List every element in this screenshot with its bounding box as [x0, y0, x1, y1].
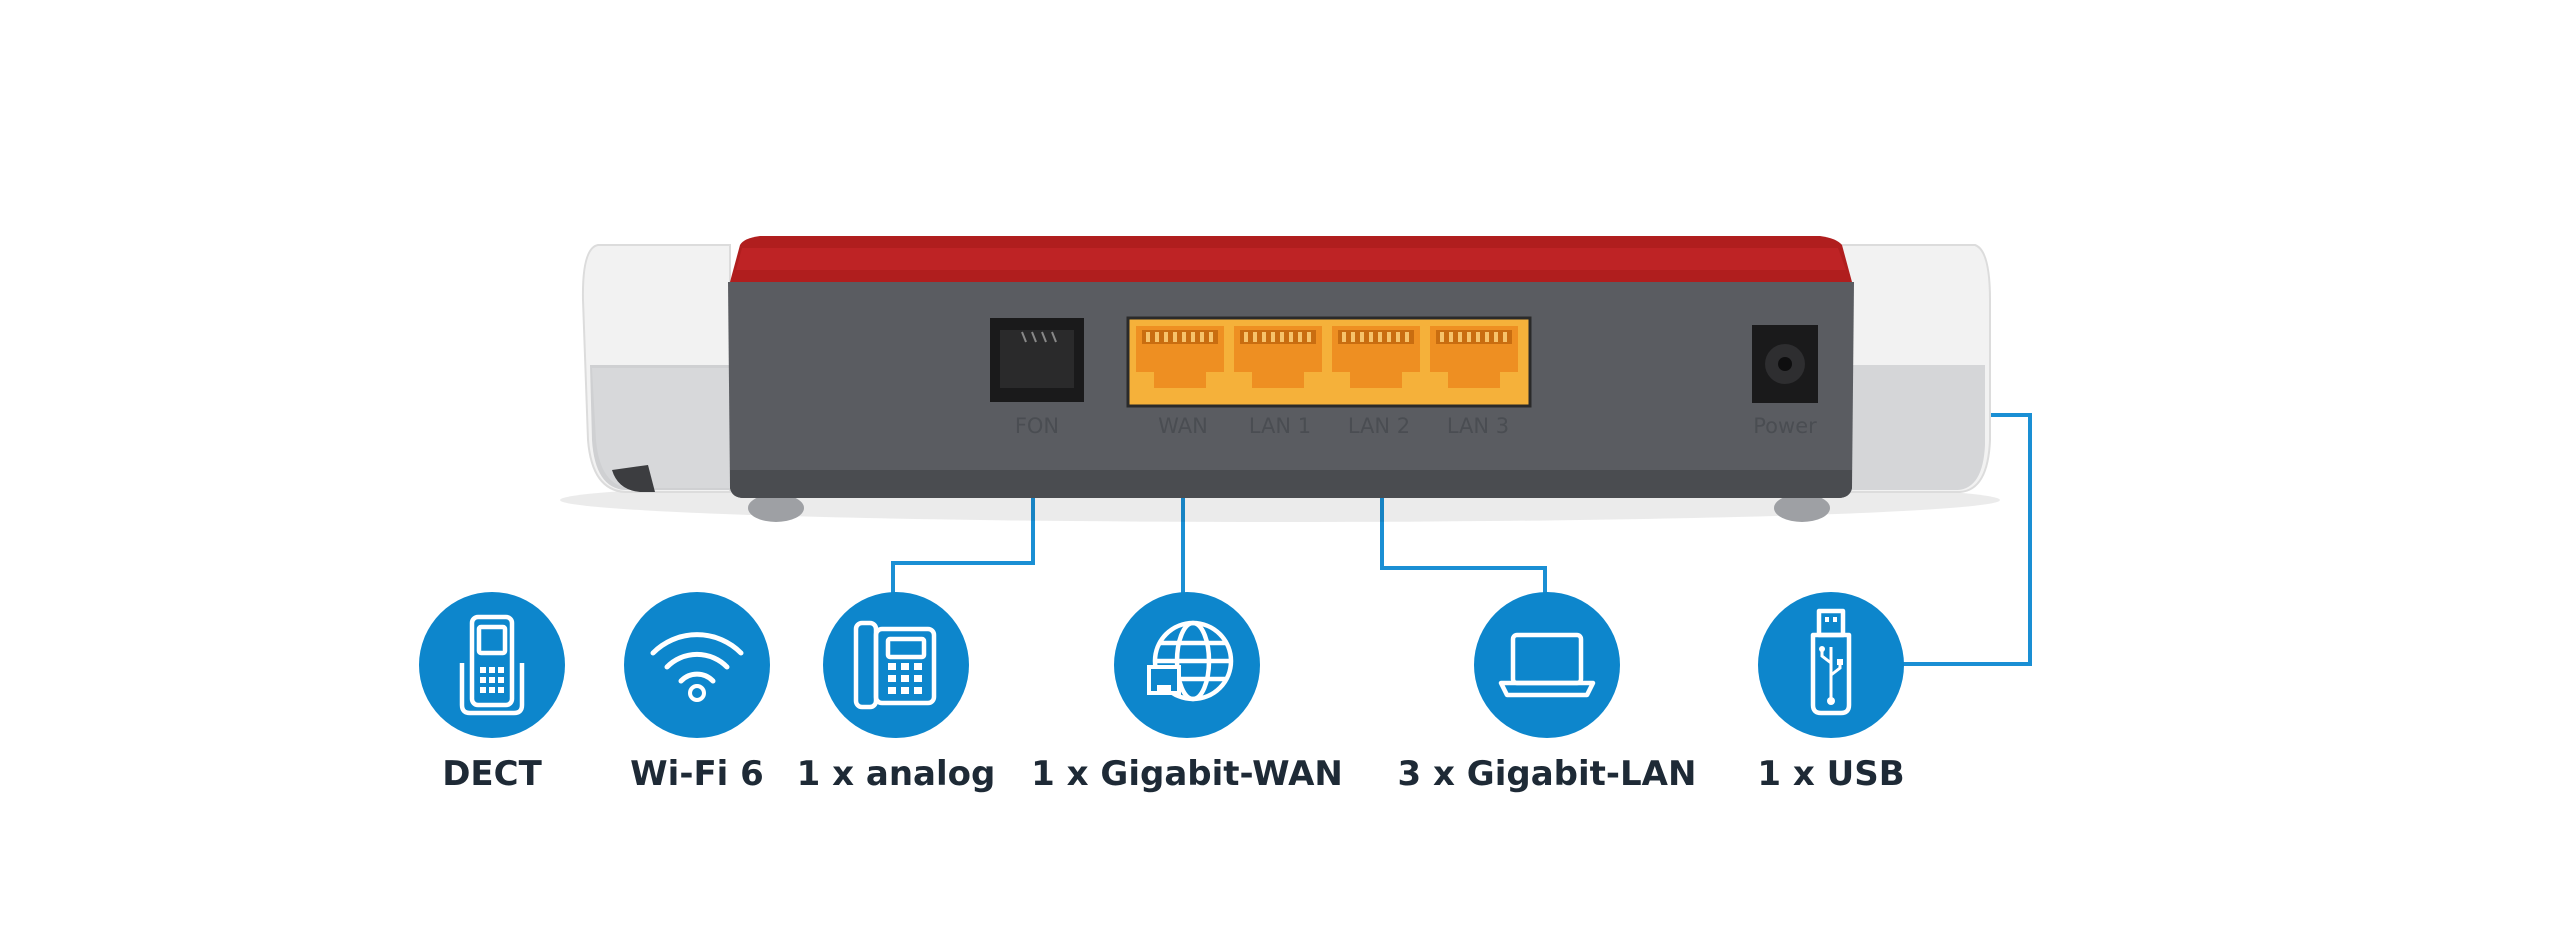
feature-label-lan: 3 x Gigabit-LAN — [1397, 754, 1697, 794]
port-label-power: Power — [1753, 414, 1817, 438]
port-label-lan2: LAN 2 — [1348, 414, 1410, 438]
router-device: FON WAN LAN 1 LAN 2 LAN 3 Power — [560, 236, 2000, 522]
lan3-jack — [1430, 326, 1518, 388]
fon-port — [990, 318, 1084, 402]
port-label-lan1: LAN 1 — [1249, 414, 1311, 438]
dect-handset-icon — [419, 592, 565, 738]
wan-jack — [1136, 326, 1224, 388]
router-side-left — [581, 244, 731, 493]
connector-lan — [1380, 490, 1547, 595]
feature-label-usb: 1 x USB — [1757, 754, 1905, 794]
feature-label-wan: 1 x Gigabit-WAN — [1031, 754, 1343, 794]
connector-analog — [891, 490, 1035, 607]
ethernet-ports — [1126, 316, 1532, 408]
port-label-fon: FON — [1015, 414, 1059, 438]
port-label-wan: WAN — [1158, 414, 1208, 438]
lan2-jack — [1332, 326, 1420, 388]
laptop-icon — [1474, 592, 1620, 738]
connector-usb — [1900, 413, 2032, 666]
wifi-icon — [624, 592, 770, 738]
globe-network-icon — [1114, 592, 1260, 738]
power-port — [1752, 325, 1818, 403]
feature-label-analog: 1 x analog — [796, 754, 996, 794]
analog-phone-icon — [823, 592, 969, 738]
router-foot-right — [1774, 494, 1830, 522]
connector-lines — [891, 413, 2032, 666]
feature-label-dect: DECT — [442, 754, 542, 794]
usb-icon — [1758, 592, 1904, 738]
router-foot-left — [748, 494, 804, 522]
lan1-jack — [1234, 326, 1322, 388]
port-label-lan3: LAN 3 — [1447, 414, 1509, 438]
feature-label-wifi: Wi-Fi 6 — [630, 754, 764, 794]
router-side-right — [1839, 244, 1991, 493]
